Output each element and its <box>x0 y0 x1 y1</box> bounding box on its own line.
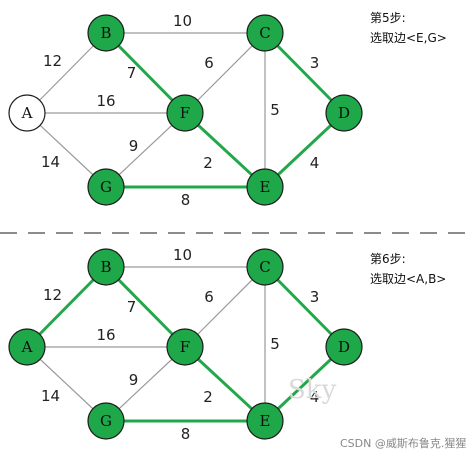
node-label-B: B <box>100 258 111 276</box>
edge-C-F <box>184 32 266 114</box>
edge-weight-G-E: 8 <box>181 425 191 443</box>
node-label-A: A <box>21 104 33 122</box>
edge-weight-A-B: 12 <box>43 52 62 70</box>
edge-weight-G-E: 8 <box>181 191 191 209</box>
step-caption-edge: 选取边<A,B> <box>370 272 446 286</box>
edge-weight-F-G: 9 <box>129 371 139 389</box>
edge-weight-D-E: 4 <box>310 388 320 406</box>
edge-weight-A-F: 16 <box>96 92 115 110</box>
node-label-G: G <box>100 412 112 430</box>
edge-weight-B-F: 7 <box>127 298 137 316</box>
edge-weight-D-E: 4 <box>310 154 320 172</box>
node-label-F: F <box>180 338 190 356</box>
edge-weight-F-G: 9 <box>129 137 139 155</box>
edge-B-F <box>104 265 187 349</box>
edge-weight-F-E: 2 <box>203 154 213 172</box>
node-label-B: B <box>100 24 111 42</box>
edge-weight-F-E: 2 <box>203 388 213 406</box>
edge-A-B <box>25 265 108 349</box>
node-E <box>246 168 284 206</box>
node-C <box>246 14 284 52</box>
node-label-E: E <box>260 178 271 196</box>
credit-text: CSDN @威斯布鲁克.猩猩 <box>340 436 466 450</box>
node-label-A: A <box>21 338 33 356</box>
edge-weight-C-E: 5 <box>270 101 280 119</box>
node-label-C: C <box>259 258 270 276</box>
node-B <box>87 14 125 52</box>
edge-weights: 12 16 14 10 7 6 3 5 9 2 4 8 <box>41 246 319 443</box>
edge-weight-A-F: 16 <box>96 326 115 344</box>
node-F <box>166 328 204 366</box>
edge-weight-B-F: 7 <box>127 64 137 82</box>
nodes: A B C D E F G <box>8 14 363 206</box>
node-A <box>8 94 46 132</box>
edge-C-D <box>263 31 346 115</box>
edge-weight-A-B: 12 <box>43 286 62 304</box>
step-caption-title: 第5步: <box>370 11 406 25</box>
node-label-D: D <box>338 104 350 122</box>
step-caption-title: 第6步: <box>370 252 406 266</box>
panel-step-6: 12 16 14 10 7 6 3 5 9 2 4 8 A B C D E F G 第6步: 选取边<A,B> <box>8 246 446 443</box>
node-label-E: E <box>260 412 271 430</box>
node-A <box>8 328 46 366</box>
watermark: Sky <box>288 375 337 405</box>
panel-step-5: 12 16 14 10 7 6 3 5 9 2 4 8 A B C D E F G 第5步: 选取边<E,G> <box>8 11 447 209</box>
edge-weight-C-D: 3 <box>310 54 320 72</box>
node-D <box>325 328 363 366</box>
edge-C-D <box>263 265 346 349</box>
node-F <box>166 94 204 132</box>
step-caption-edge: 选取边<E,G> <box>370 31 447 45</box>
node-D <box>325 94 363 132</box>
edge-B-F <box>104 31 187 115</box>
edge-C-F <box>184 266 266 348</box>
node-B <box>87 248 125 286</box>
edge-weight-A-G: 14 <box>41 387 60 405</box>
node-G <box>87 168 125 206</box>
edge-weight-C-F: 6 <box>204 54 214 72</box>
node-C <box>246 248 284 286</box>
node-label-D: D <box>338 338 350 356</box>
node-label-G: G <box>100 178 112 196</box>
nodes: A B C D E F G <box>8 248 363 440</box>
edge-weight-B-C: 10 <box>173 12 192 30</box>
node-label-F: F <box>180 104 190 122</box>
edge-A-B <box>26 32 107 114</box>
node-label-C: C <box>259 24 270 42</box>
edge-weight-C-D: 3 <box>310 288 320 306</box>
node-E <box>246 402 284 440</box>
node-G <box>87 402 125 440</box>
edge-weight-A-G: 14 <box>41 153 60 171</box>
edge-weight-C-E: 5 <box>270 335 280 353</box>
edge-weights: 12 16 14 10 7 6 3 5 9 2 4 8 <box>41 12 319 209</box>
edge-weight-C-F: 6 <box>204 288 214 306</box>
edge-weight-B-C: 10 <box>173 246 192 264</box>
